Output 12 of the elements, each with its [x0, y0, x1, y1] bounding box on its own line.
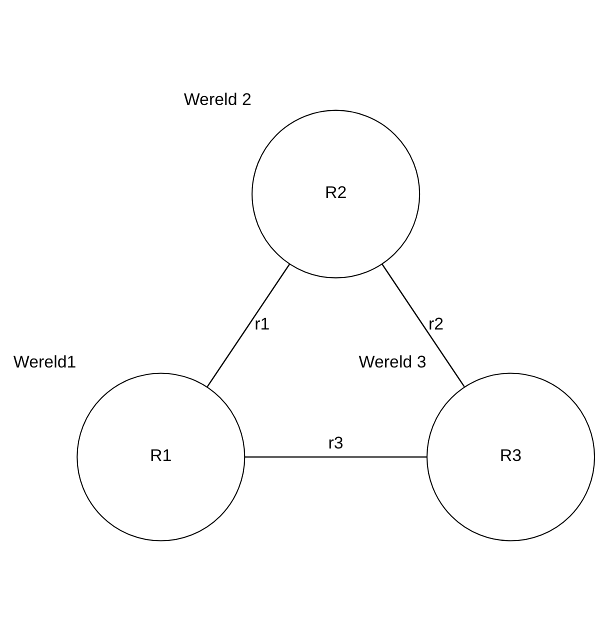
connector: [382, 263, 465, 387]
node-circle: R3: [426, 372, 596, 541]
connector: [206, 263, 290, 387]
node-circle: R2: [252, 109, 420, 278]
node-label: Wereld1: [13, 352, 76, 372]
node-label: Wereld 2: [184, 89, 252, 108]
node-label: Wereld 3: [358, 352, 426, 372]
edge-label: r2: [428, 314, 444, 334]
edge-label: r1: [254, 314, 270, 334]
edge-label: r3: [328, 432, 344, 452]
node-circle: R1: [76, 372, 246, 541]
connector: [244, 456, 427, 458]
